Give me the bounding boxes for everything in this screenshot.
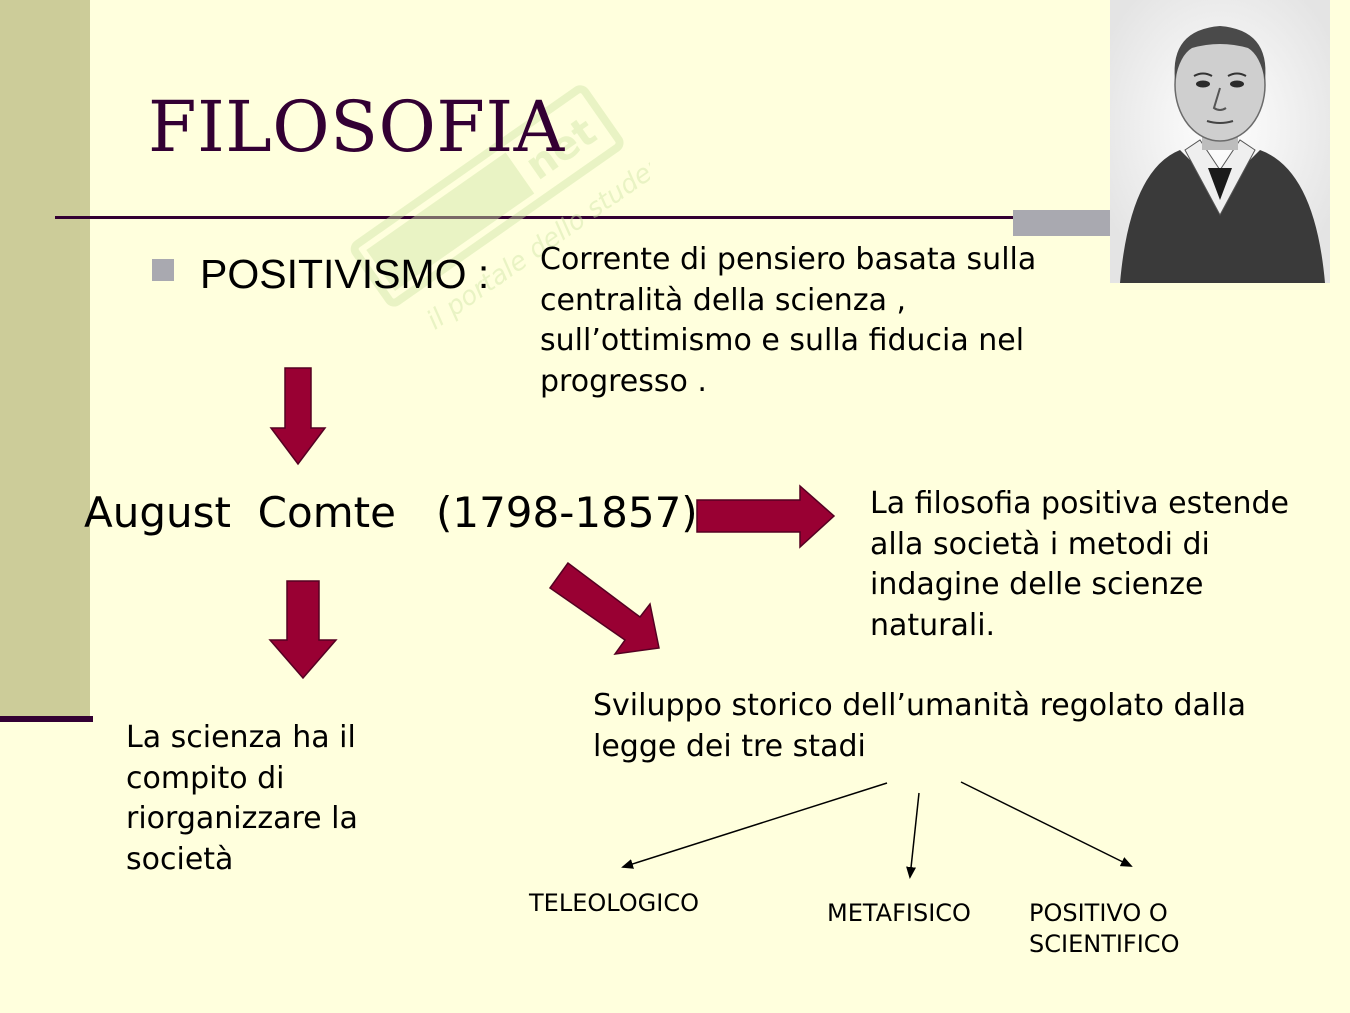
diagonal-arrow-icon [548, 561, 660, 655]
portrait-engraving-icon [1110, 0, 1330, 283]
stage-teleological: TELEOLOGICO [529, 889, 699, 917]
stage-metaphysical: METAFISICO [827, 899, 971, 927]
positive-philosophy-text: La filosofia positiva estende alla socie… [870, 486, 1289, 643]
side-bar [0, 0, 90, 718]
stage-positive: POSITIVO O SCIENTIFICO [1029, 899, 1180, 958]
positivismo-label: POSITIVISMO : [200, 251, 490, 297]
title-rule [55, 216, 1135, 219]
connector-arrow [906, 792, 920, 879]
side-bar-foot [0, 716, 93, 722]
connector-arrow [621, 782, 888, 869]
philosopher-name: August Comte (1798-1857) [84, 488, 698, 537]
slide-title: FILOSOFIA [148, 86, 565, 168]
connector-arrow [960, 781, 1133, 867]
down-arrow-icon [269, 367, 327, 466]
square-bullet-icon [152, 259, 174, 281]
down-arrow-icon [268, 580, 338, 680]
science-task-text: La scienza ha il compito di riorganizzar… [126, 720, 358, 877]
right-arrow-icon [696, 484, 836, 549]
watermark-logo: net il portale dello studente [350, 85, 650, 336]
portrait-image [1110, 0, 1330, 283]
historical-development-text: Sviluppo storico dell’umanità regolato d… [593, 688, 1246, 764]
positivismo-definition: Corrente di pensiero basata sulla centra… [540, 242, 1037, 399]
